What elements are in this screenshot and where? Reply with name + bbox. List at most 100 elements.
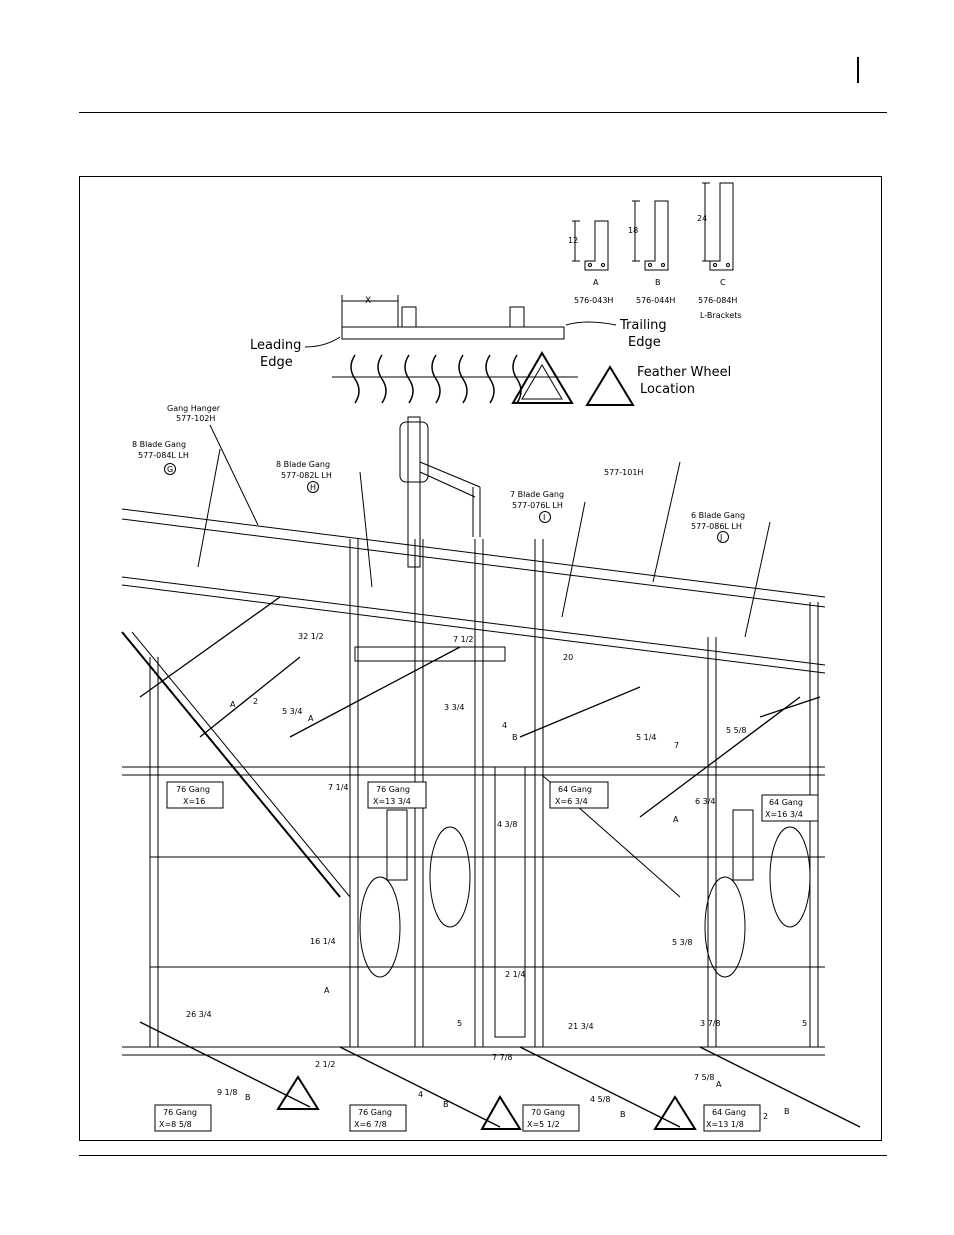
bracket-b-part: 576-044H: [636, 296, 675, 305]
gang-box-1: 76 Gang X=16: [166, 781, 224, 809]
dim-label: 9 1/8: [217, 1088, 238, 1097]
disc-gangs: [139, 596, 861, 1128]
callout-h-title: 8 Blade Gang: [276, 460, 330, 469]
gang-box-6: 76 Gang X=6 7/8: [349, 1104, 407, 1132]
figure-frame: 12 A 576-043H 18 B 576-044H 24 C 576-084…: [79, 176, 882, 1141]
dim-label: 4 5/8: [590, 1095, 611, 1104]
callout-j-title: 6 Blade Gang: [691, 511, 745, 520]
dim-label: 2 1/2: [315, 1060, 336, 1069]
gang-box-5-title: 76 Gang: [163, 1108, 197, 1117]
feather-wheel-marker-2: [480, 1095, 522, 1130]
leading-edge-line1: Leading: [250, 338, 301, 353]
gang-box-8-x: X=13 1/8: [706, 1120, 744, 1129]
dim-label: 5 1/4: [636, 733, 657, 742]
gang-box-3: 64 Gang X=6 3/4: [549, 781, 609, 809]
dim-label: 7 1/2: [453, 635, 474, 644]
callout-j-part: 577-086L LH: [691, 522, 742, 531]
dim-label: 16 1/4: [310, 937, 336, 946]
dim-label: 5 3/8: [672, 938, 693, 947]
dim-label: 7 7/8: [492, 1053, 513, 1062]
gang-box-1-title: 76 Gang: [176, 785, 210, 794]
dim-label: 5 5/8: [726, 726, 747, 735]
callout-j-letter: J: [719, 533, 722, 542]
bracket-a-height: 12: [568, 236, 578, 245]
gang-box-7: 70 Gang X=5 1/2: [522, 1104, 580, 1132]
l-bracket-a: 12 A 576-043H: [568, 220, 613, 305]
l-bracket-c: 24 C 576-084H L-Brackets: [697, 182, 742, 320]
feather-wheel-symbol: [585, 365, 635, 406]
trailing-edge-line1: Trailing: [619, 318, 667, 333]
dim-label: 3 7/8: [700, 1019, 721, 1028]
dim-label: 5: [802, 1019, 807, 1028]
dim-label: 4: [502, 721, 507, 730]
dim-label: 21 3/4: [568, 1022, 594, 1031]
dim-label: 5 3/4: [282, 707, 303, 716]
feather-wheel-marker-3: [653, 1095, 697, 1130]
l-bracket-b: 18 B 576-044H: [628, 200, 675, 305]
gang-box-7-title: 70 Gang: [531, 1108, 565, 1117]
gang-layout-diagram: 12 A 576-043H 18 B 576-044H 24 C 576-084…: [121, 182, 861, 1132]
dimension-labels: 32 1/2 7 1/2 2 5 3/4 3 3/4 20 4 7 1/4 4 …: [186, 632, 807, 1121]
point-label-a: A: [308, 714, 314, 723]
leading-edge-line2: Edge: [260, 355, 293, 370]
gang-box-5: 76 Gang X=8 5/8: [154, 1104, 212, 1132]
gang-box-2-x: X=13 3/4: [373, 797, 411, 806]
gang-box-2-title: 76 Gang: [376, 785, 410, 794]
feather-wheel-line1: Feather Wheel: [637, 365, 731, 380]
point-label-b: B: [245, 1093, 251, 1102]
header-tab-mark: [857, 57, 859, 83]
brackets-caption: L-Brackets: [700, 311, 742, 320]
bracket-b-height: 18: [628, 226, 638, 235]
gang-box-4-x: X=16 3/4: [765, 810, 803, 819]
gang-box-8-title: 64 Gang: [712, 1108, 746, 1117]
dim-label: 20: [563, 653, 573, 662]
callout-gang-hanger: Gang Hanger: [167, 404, 221, 413]
bracket-c-part: 576-084H: [698, 296, 737, 305]
callout-frame-part: 577-101H: [604, 468, 643, 477]
bracket-c-letter: C: [720, 278, 726, 287]
point-label-b: B: [620, 1110, 626, 1119]
gang-box-7-x: X=5 1/2: [527, 1120, 560, 1129]
callout-gang-hanger-part: 577-102H: [176, 414, 215, 423]
point-label-a: A: [673, 815, 679, 824]
leading-edge-arrow: [304, 336, 341, 348]
dim-label: 2: [763, 1112, 768, 1121]
bracket-a-letter: A: [593, 278, 599, 287]
header-rule: [79, 112, 887, 113]
dim-label: 7: [674, 741, 679, 750]
dim-label: 6 3/4: [695, 797, 716, 806]
point-label-a: A: [230, 700, 236, 709]
gang-box-2: 76 Gang X=13 3/4: [367, 781, 427, 809]
machine-frame: [121, 416, 826, 1056]
callout-h-part: 577-082L LH: [281, 471, 332, 480]
gang-box-3-x: X=6 3/4: [555, 797, 588, 806]
gang-box-4: 64 Gang X=16 3/4: [761, 794, 819, 822]
dim-label: 7 5/8: [694, 1073, 715, 1082]
callout-h-letter: H: [310, 483, 316, 492]
dim-label: 4 3/8: [497, 820, 518, 829]
gang-box-1-x: X=16: [183, 797, 205, 806]
point-label-b: B: [512, 733, 518, 742]
gang-box-3-title: 64 Gang: [558, 785, 592, 794]
point-label-b: B: [443, 1100, 449, 1109]
point-labels: A A B A A B B B A B: [230, 700, 790, 1119]
callout-i-title: 7 Blade Gang: [510, 490, 564, 499]
bracket-c-height: 24: [697, 214, 707, 223]
dim-label: 4: [418, 1090, 423, 1099]
dim-label: 32 1/2: [298, 632, 324, 641]
callout-g-letter: G: [167, 465, 173, 474]
callout-i-letter: I: [543, 513, 545, 522]
gang-box-4-title: 64 Gang: [769, 798, 803, 807]
callout-g-part: 577-084L LH: [138, 451, 189, 460]
dim-x-label: X: [365, 296, 371, 306]
dim-label: 26 3/4: [186, 1010, 212, 1019]
feather-wheel-marker-1: [276, 1075, 320, 1110]
gang-box-6-title: 76 Gang: [358, 1108, 392, 1117]
dim-label: 3 3/4: [444, 703, 465, 712]
footer-rule: [79, 1155, 887, 1156]
gang-box-8: 64 Gang X=13 1/8: [703, 1104, 761, 1132]
bracket-b-letter: B: [655, 278, 661, 287]
dim-label: 5: [457, 1019, 462, 1028]
trailing-edge-arrow: [565, 321, 617, 326]
gang-box-5-x: X=8 5/8: [159, 1120, 192, 1129]
